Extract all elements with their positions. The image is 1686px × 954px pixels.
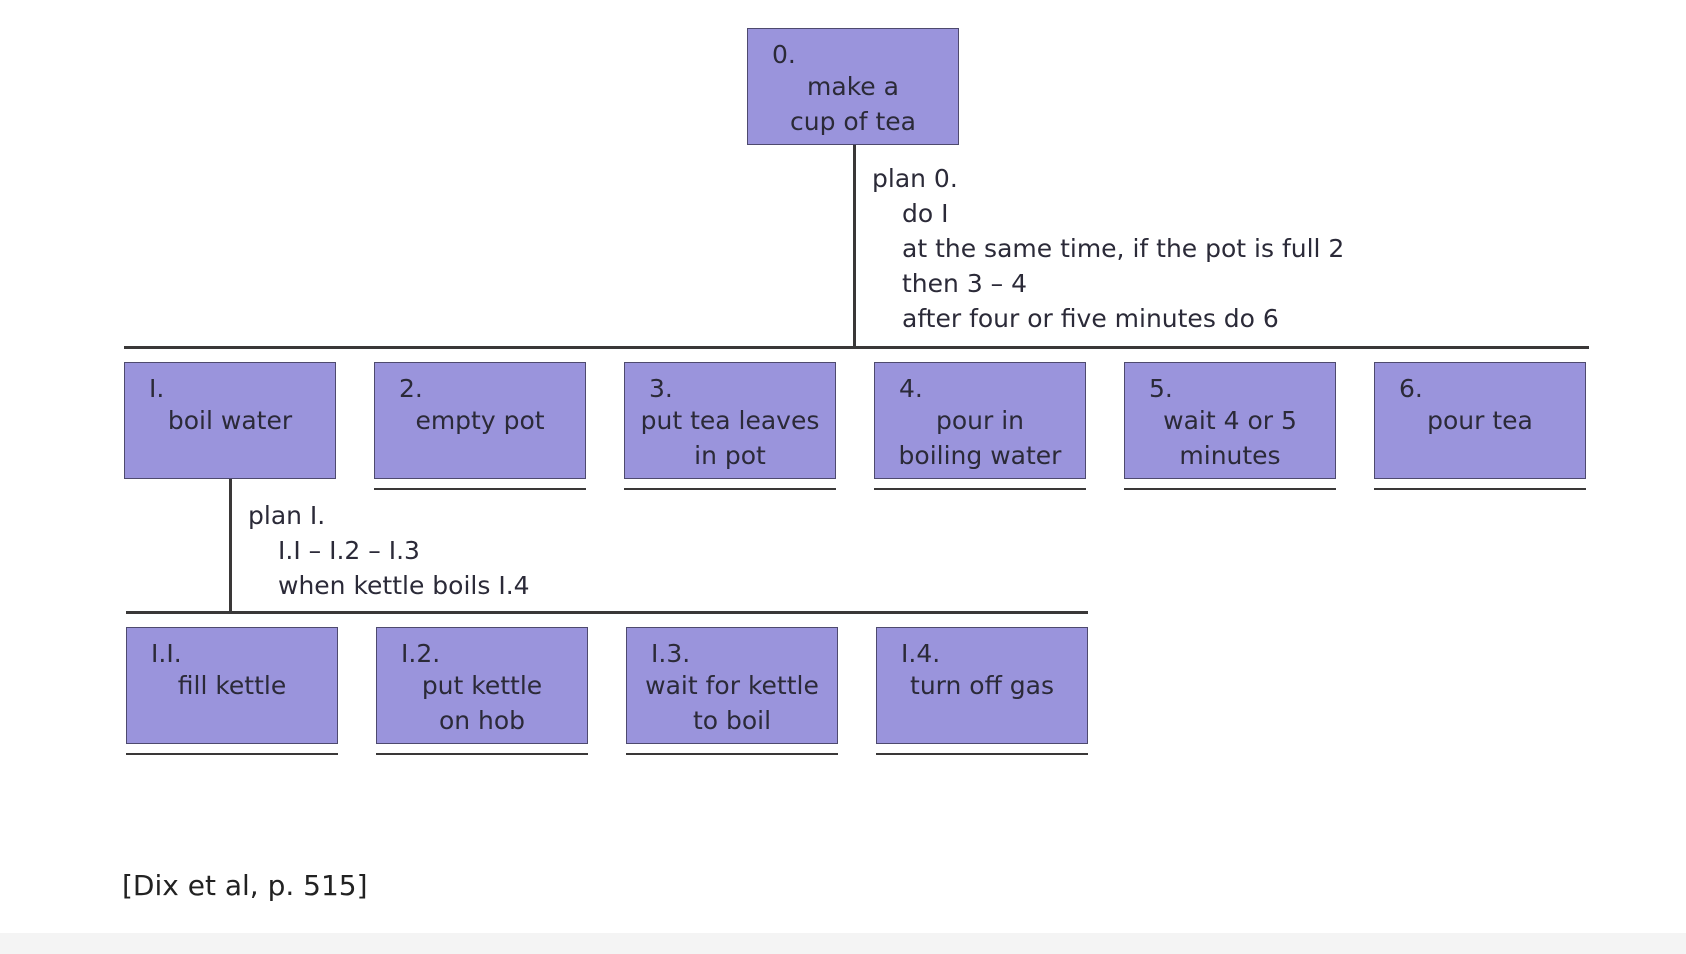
plan-1: plan I. I.I – I.2 – I.3 when kettle boil… [248,498,530,603]
leaf-underline [126,753,338,755]
leaf-underline [1374,488,1586,490]
bottom-band [0,933,1686,954]
task-node-3: 3. put tea leaves in pot [624,362,836,479]
task-number: 2. [399,374,423,403]
task-number: I.2. [401,639,441,668]
leaf-underline [374,488,586,490]
task-node-2: 2. empty pot [374,362,586,479]
level2-bar [126,611,1088,614]
task-label: empty pot [415,406,545,435]
task-number: I. [149,374,165,403]
leaf-underline [626,753,838,755]
task-label: wait for kettle to boil [645,671,819,735]
task-node-0: 0. make a cup of tea [747,28,959,145]
task-label: wait 4 or 5 minutes [1163,406,1297,470]
plan-title: plan I. [248,501,326,530]
plan-step: after four or five minutes do 6 [902,304,1279,333]
plan-step: I.I – I.2 – I.3 [278,536,420,565]
connector-root [853,145,856,348]
task-number: 5. [1149,374,1173,403]
leaf-underline [624,488,836,490]
task-label: put tea leaves in pot [640,406,820,470]
leaf-underline [874,488,1086,490]
task-label: pour in boiling water [898,406,1062,470]
task-number: I.4. [901,639,941,668]
task-node-5: 5. wait 4 or 5 minutes [1124,362,1336,479]
task-number: 4. [899,374,923,403]
task-number: 0. [772,40,796,69]
leaf-underline [1124,488,1336,490]
task-node-6: 6. pour tea [1374,362,1586,479]
task-number: I.I. [151,639,182,668]
leaf-underline [376,753,588,755]
task-node-1-2: I.2. put kettle on hob [376,627,588,744]
plan-step: do I [902,199,949,228]
task-node-1-1: I.I. fill kettle [126,627,338,744]
plan-step: when kettle boils I.4 [278,571,530,600]
source-caption: [Dix et al, p. 515] [122,869,368,902]
plan-title: plan 0. [872,164,958,193]
task-number: 6. [1399,374,1423,403]
task-label: boil water [167,406,293,435]
connector-node-1 [229,479,232,612]
plan-step: at the same time, if the pot is full 2 [902,234,1345,263]
task-label: pour tea [1427,406,1533,435]
plan-step: then 3 – 4 [902,269,1028,298]
task-node-1: I. boil water [124,362,336,479]
task-node-1-3: I.3. wait for kettle to boil [626,627,838,744]
task-label: fill kettle [177,671,287,700]
plan-0: plan 0. do I at the same time, if the po… [872,161,1344,336]
task-label: turn off gas [910,671,1054,700]
task-node-4: 4. pour in boiling water [874,362,1086,479]
leaf-underline [876,753,1088,755]
task-label: put kettle on hob [421,671,543,735]
level1-bar [124,346,1589,349]
task-label: make a cup of tea [790,72,916,136]
task-number: I.3. [651,639,691,668]
task-number: 3. [649,374,673,403]
task-node-1-4: I.4. turn off gas [876,627,1088,744]
